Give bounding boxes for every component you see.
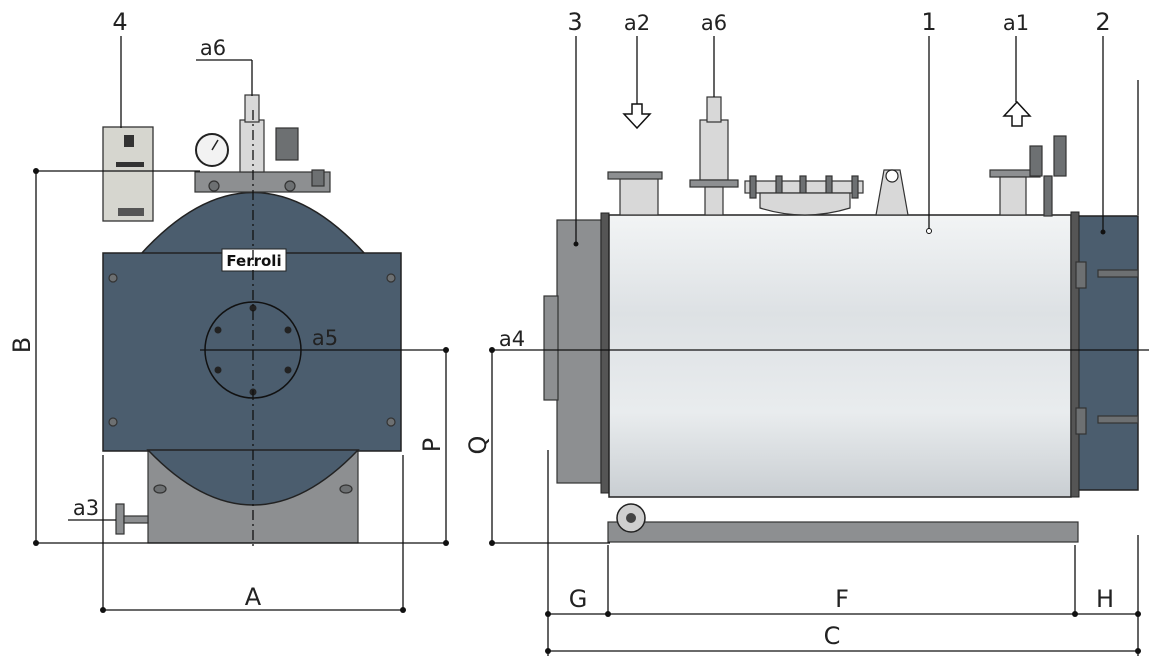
dimension-label-g: G [569,585,588,613]
dimension-label-h: H [1096,585,1114,613]
dimension-label-p: P [418,438,446,452]
front-chamber [556,219,602,484]
callout-a4: a4 [499,327,525,351]
dimension-label-b: B [8,337,36,353]
rear-door [1077,215,1139,491]
outlet-nozzle-icon [989,135,1067,217]
dimension-label-q: Q [464,436,492,455]
safety-valve-icon [689,96,739,216]
dimension-label-f: F [835,585,849,613]
side-view: Q a4 G F H C 3 a2 a6 1 a1 2 [464,8,1149,656]
brand-logo: Ferroli [226,252,281,270]
rear-hinge-icon [1075,261,1139,435]
boiler-shell [608,214,1072,498]
side-base-frame [607,521,1079,543]
steam-header-icon [744,175,864,216]
dimension-label-c: C [824,622,841,650]
callout-1: 1 [921,8,936,36]
callout-a1: a1 [1003,11,1029,35]
control-panel-icon [102,126,154,222]
inlet-arrow-icon [622,103,652,130]
drain-valve-icon [115,503,149,535]
lifting-lug-icon [875,169,909,216]
brand-logo-plate [221,248,287,272]
callout-a3: a3 [73,496,99,520]
front-view: Ferroli B P [8,8,449,613]
callout-a6-front: a6 [200,36,226,60]
callout-a2: a2 [624,11,650,35]
callout-a6-side: a6 [701,11,727,35]
front-dome [138,191,368,256]
callout-2: 2 [1095,8,1110,36]
top-fittings-icon [194,94,331,193]
callout-4: 4 [112,8,127,36]
dimension-label-a: A [245,583,262,611]
inlet-nozzle-icon [607,171,663,216]
callout-a5: a5 [312,326,338,350]
callout-3: 3 [567,8,582,36]
outlet-arrow-icon [1002,100,1032,127]
